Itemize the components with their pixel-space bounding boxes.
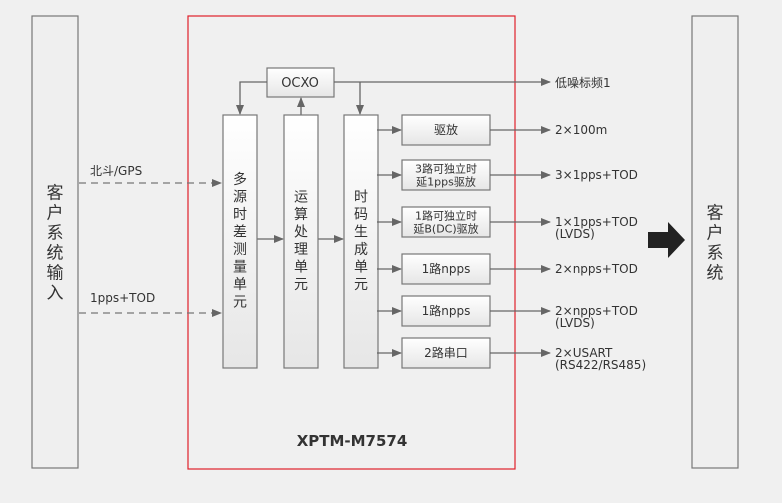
left-system-label: 入 bbox=[47, 283, 64, 303]
ocxo-label: OCXO bbox=[281, 76, 319, 91]
output-big-arrow-icon bbox=[648, 222, 685, 258]
column-label-1: 差 bbox=[233, 225, 247, 241]
channel-output-label: 2×npps+TOD bbox=[555, 262, 638, 276]
column-label-1: 元 bbox=[233, 295, 247, 311]
column-label-1: 测 bbox=[233, 242, 247, 258]
channel-box-label: 2路串口 bbox=[424, 345, 468, 360]
channel-output-label: 2×USART bbox=[555, 346, 613, 360]
column-label-2: 处 bbox=[294, 225, 308, 241]
column-box-3 bbox=[343, 114, 379, 369]
channel-box-label: 1路npps bbox=[422, 261, 471, 276]
channel-output-label: 3×1pps+TOD bbox=[555, 168, 638, 182]
column-label-2: 运 bbox=[294, 190, 308, 206]
right-system-label: 户 bbox=[707, 223, 724, 243]
column-label-1: 源 bbox=[233, 190, 247, 206]
column-label-3: 时 bbox=[354, 190, 368, 206]
column-label-2: 元 bbox=[294, 277, 308, 293]
channel-output-label: 1×1pps+TOD bbox=[555, 215, 638, 229]
left-system-label: 客 bbox=[47, 183, 64, 203]
channel-box-label: 3路可独立时 bbox=[415, 162, 477, 176]
column-box-2 bbox=[283, 114, 319, 369]
channel-box-label: 延1pps驱放 bbox=[416, 175, 476, 189]
column-label-2: 算 bbox=[294, 207, 308, 223]
right-system-label: 系 bbox=[707, 243, 724, 263]
column-label-2: 单 bbox=[294, 260, 308, 276]
column-label-1: 多 bbox=[233, 171, 247, 188]
left-system-label: 输 bbox=[47, 263, 64, 283]
left-system-label: 统 bbox=[47, 243, 64, 263]
channel-box-label: 1路可独立时 bbox=[415, 209, 477, 223]
column-label-1: 单 bbox=[233, 277, 247, 293]
channel-box-label: 延B(DC)驱放 bbox=[413, 222, 478, 236]
column-label-3: 生 bbox=[354, 225, 368, 241]
module-title: XPTM-M7574 bbox=[297, 432, 408, 450]
column-box-1 bbox=[222, 114, 258, 369]
column-label-1: 量 bbox=[233, 260, 247, 276]
channel-box bbox=[401, 337, 491, 369]
channel-output-label: 2×npps+TOD bbox=[555, 304, 638, 318]
right-system-label: 统 bbox=[707, 263, 724, 283]
left-system-box bbox=[31, 15, 79, 469]
left-system-label: 系 bbox=[47, 223, 64, 243]
channel-output-label: (RS422/RS485) bbox=[555, 358, 646, 372]
input-label-gps: 北斗/GPS bbox=[90, 164, 142, 178]
column-label-1: 时 bbox=[233, 207, 247, 223]
channel-box-label: 1路npps bbox=[422, 303, 471, 318]
ocxo-output-label: 低噪标频1 bbox=[555, 76, 611, 90]
channel-box bbox=[401, 295, 491, 327]
module-border bbox=[187, 15, 516, 470]
ocxo-to-col1 bbox=[236, 81, 267, 115]
channel-box bbox=[401, 114, 491, 146]
right-system-label: 客 bbox=[707, 203, 724, 223]
channel-output-label: (LVDS) bbox=[555, 227, 595, 241]
channel-output-label: 2×100m bbox=[555, 123, 607, 137]
column-label-3: 码 bbox=[354, 207, 368, 223]
column-label-3: 成 bbox=[354, 242, 368, 258]
left-system-label: 户 bbox=[47, 203, 64, 223]
column-label-3: 元 bbox=[354, 277, 368, 293]
input-label-pps: 1pps+TOD bbox=[90, 291, 155, 305]
channel-output-label: (LVDS) bbox=[555, 316, 595, 330]
column-label-2: 理 bbox=[294, 242, 308, 258]
channel-box-label: 驱放 bbox=[434, 122, 458, 137]
channel-box bbox=[401, 159, 491, 191]
column-label-3: 单 bbox=[354, 260, 368, 276]
right-system-box bbox=[691, 15, 739, 469]
